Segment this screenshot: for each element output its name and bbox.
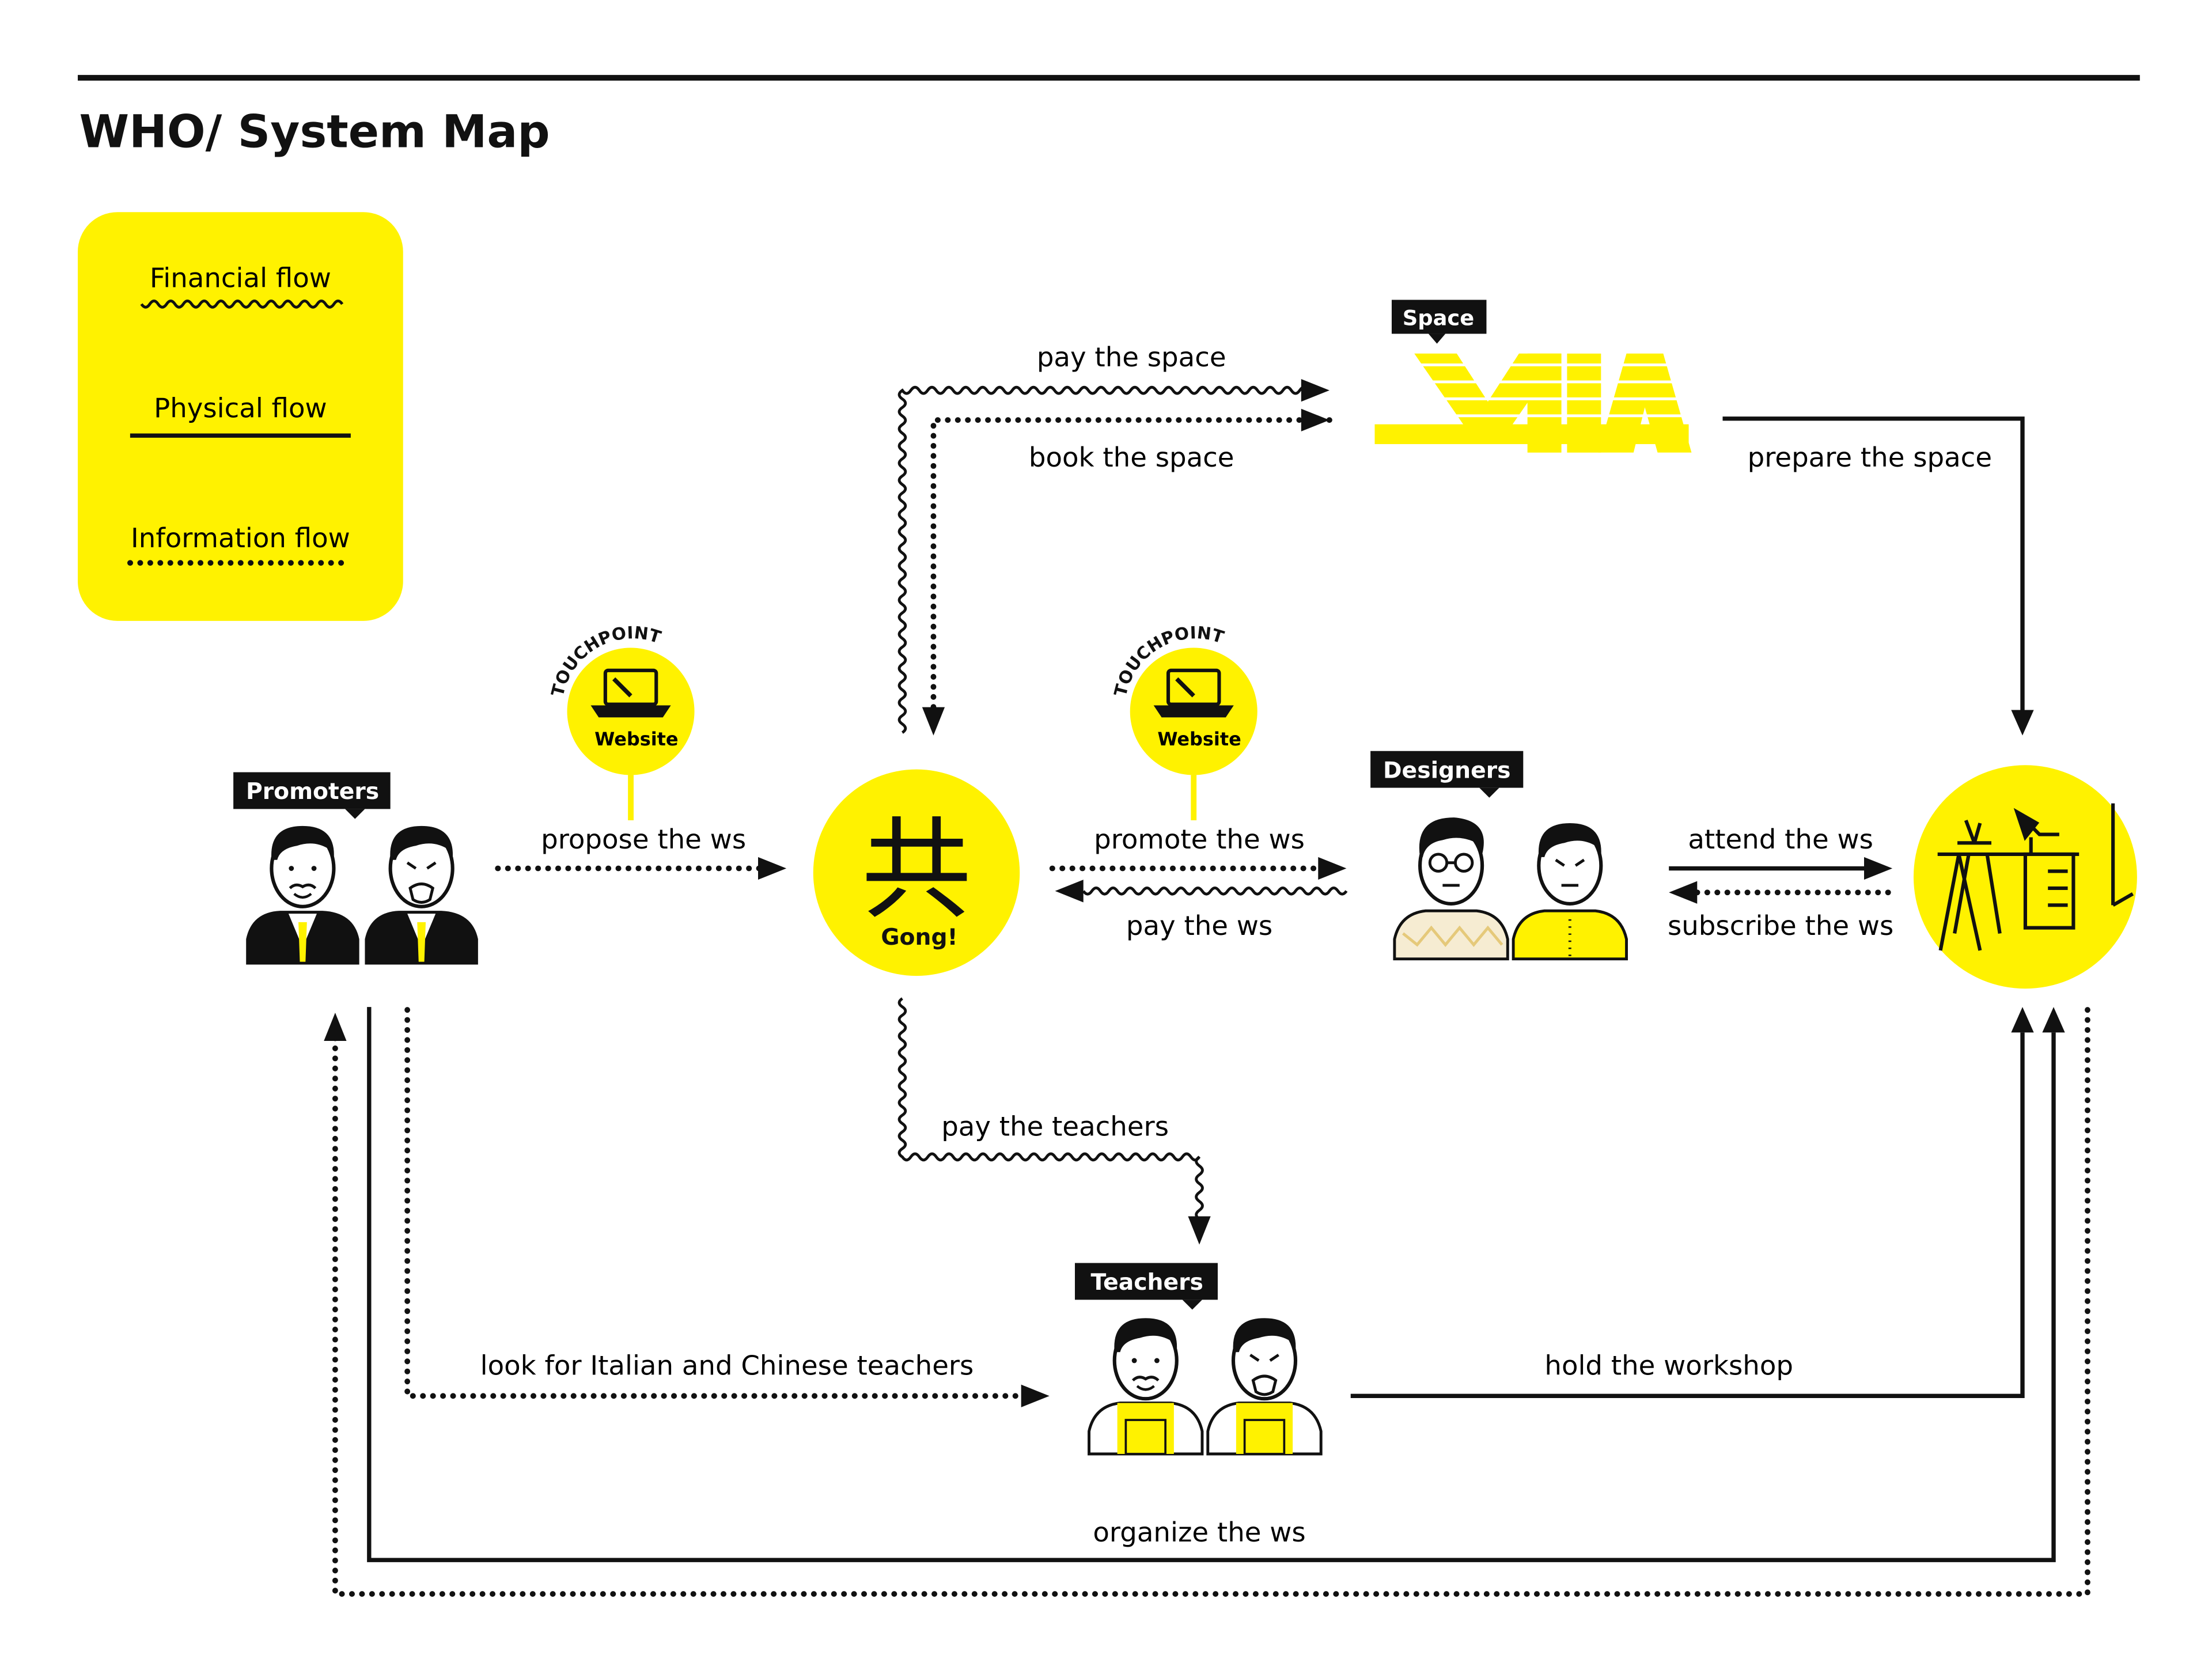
arrowhead [1864,857,1893,880]
legend-box [78,212,403,621]
legend-information-label: Information flow [131,522,350,554]
flow-pay-teachers [897,997,1204,1221]
flow-organize-ws [367,1007,2056,1562]
flow-subscribe-ws-label: subscribe the ws [1668,910,1893,941]
flow-pay-teachers-label: pay the teachers [941,1111,1169,1142]
designers-node: Designers [1370,751,1628,961]
flow-pay-ws [1082,886,1348,896]
touchpoint-right[interactable]: TOUCHPOINT Website [1111,623,1257,821]
arrowhead [1318,857,1347,880]
flow-book-space-label: book the space [1029,442,1234,473]
flow-hold-workshop [1350,1032,2025,1399]
teacher-person-1-icon [1088,1318,1204,1456]
gong-label: Gong! [881,925,957,950]
arrowhead [922,707,945,736]
promoter-person-1-icon [246,825,359,965]
legend-financial-line [140,300,344,309]
teachers-tag-label: Teachers [1091,1270,1203,1296]
flow-prepare-space-label: prepare the space [1748,442,1992,473]
arrowhead [2011,1007,2034,1033]
flow-pay-space [897,385,1310,734]
arrowhead [324,1012,347,1041]
teachers-tag [1074,1263,1218,1300]
designers-tag-label: Designers [1383,757,1510,783]
laptop-icon [1153,668,1234,718]
flow-promote-ws-label: promote the ws [1094,824,1305,855]
gong-circle [813,769,1020,976]
page-title: WHO/ System Map [79,105,550,158]
arrowhead [1669,881,1698,904]
flow-feedback-loop [332,1007,2090,1597]
flow-hold-workshop-label: hold the workshop [1544,1350,1793,1381]
designers-tag [1370,751,1524,788]
arrowhead [2011,710,2034,736]
space-tag [1391,300,1487,334]
teacher-person-2-icon [1206,1318,1323,1456]
designer-person-1-icon [1393,817,1509,961]
designer-person-2-icon [1512,823,1628,961]
flow-prepare-space [1722,416,2025,719]
promoters-node: Promoters [233,772,478,965]
yatta-logo [1374,353,1692,453]
legend: Financial flow Physical flow Information… [78,212,403,621]
promoters-tag [233,772,391,809]
touchpoint-left-label: Website [594,728,678,750]
touchpoint-right-label: Website [1157,728,1241,750]
promoters-tag-label: Promoters [246,779,379,805]
space-node: Space [1374,300,1692,453]
arrowhead [1301,408,1330,431]
teachers-node: Teachers [1074,1263,1323,1456]
gong-character: 共 [861,806,972,934]
workshop-space-icon [1913,765,2137,989]
arrowhead [1021,1384,1050,1407]
flow-book-space [930,417,1332,710]
arrowhead [1055,880,1084,903]
arrowhead [758,857,787,880]
flow-look-teachers [404,1007,1024,1399]
flow-look-teachers-label: look for Italian and Chinese teachers [480,1350,974,1381]
flow-pay-space-label: pay the space [1037,342,1226,373]
promoter-person-2-icon [365,825,478,965]
gong-node[interactable]: 共 Gong! [813,769,1020,976]
flow-organize-ws-label: organize the ws [1093,1517,1305,1548]
space-tag-label: Space [1403,306,1475,331]
arrowhead [2042,1007,2065,1033]
flow-attend-ws-label: attend the ws [1688,824,1873,855]
laptop-icon [590,668,671,718]
legend-financial-label: Financial flow [150,262,331,293]
touchpoint-left[interactable]: TOUCHPOINT Website [548,623,695,821]
flow-propose-ws-label: propose the ws [541,824,746,855]
header-rule [78,75,2140,81]
arrowhead [1188,1216,1211,1245]
legend-physical-label: Physical flow [154,392,327,423]
flow-pay-ws-label: pay the ws [1126,910,1272,941]
arrowhead [1301,379,1330,402]
